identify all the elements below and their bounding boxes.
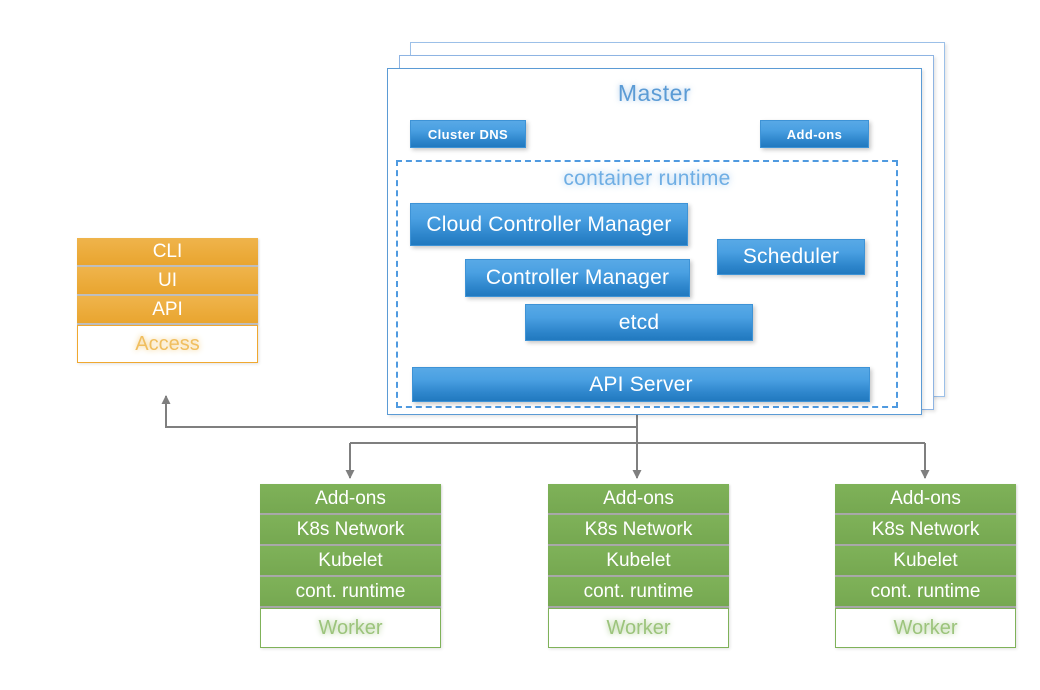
cluster-dns-box[interactable]: Cluster DNS <box>410 120 526 148</box>
worker-row-k8s-network[interactable]: K8s Network <box>548 515 729 546</box>
worker-row-addons[interactable]: Add-ons <box>260 484 441 515</box>
worker-node-3[interactable]: Add-ons K8s Network Kubelet cont. runtim… <box>835 484 1016 648</box>
etcd-box[interactable]: etcd <box>525 304 753 341</box>
worker-row-addons[interactable]: Add-ons <box>835 484 1016 515</box>
cloud-controller-manager-box[interactable]: Cloud Controller Manager <box>410 203 688 246</box>
worker-row-cont-runtime[interactable]: cont. runtime <box>260 577 441 608</box>
api-server-box[interactable]: API Server <box>412 367 870 402</box>
container-runtime-region <box>396 160 898 408</box>
worker-footer-label: Worker <box>260 608 441 648</box>
scheduler-box[interactable]: Scheduler <box>717 239 865 275</box>
worker-row-cont-runtime[interactable]: cont. runtime <box>835 577 1016 608</box>
master-addons-box[interactable]: Add-ons <box>760 120 869 148</box>
access-row-ui[interactable]: UI <box>77 267 258 296</box>
worker-node-2[interactable]: Add-ons K8s Network Kubelet cont. runtim… <box>548 484 729 648</box>
worker-row-addons[interactable]: Add-ons <box>548 484 729 515</box>
worker-row-kubelet[interactable]: Kubelet <box>548 546 729 577</box>
access-panel: CLI UI API Access <box>77 238 258 363</box>
master-title: Master <box>617 80 692 106</box>
access-row-cli[interactable]: CLI <box>77 238 258 267</box>
container-runtime-title: container runtime <box>563 167 731 190</box>
access-row-api[interactable]: API <box>77 296 258 325</box>
worker-node-1[interactable]: Add-ons K8s Network Kubelet cont. runtim… <box>260 484 441 648</box>
worker-row-k8s-network[interactable]: K8s Network <box>835 515 1016 546</box>
worker-footer-label: Worker <box>835 608 1016 648</box>
worker-row-k8s-network[interactable]: K8s Network <box>260 515 441 546</box>
worker-row-kubelet[interactable]: Kubelet <box>835 546 1016 577</box>
worker-row-cont-runtime[interactable]: cont. runtime <box>548 577 729 608</box>
controller-manager-box[interactable]: Controller Manager <box>465 259 690 297</box>
worker-footer-label: Worker <box>548 608 729 648</box>
access-footer-label: Access <box>77 325 258 363</box>
worker-row-kubelet[interactable]: Kubelet <box>260 546 441 577</box>
